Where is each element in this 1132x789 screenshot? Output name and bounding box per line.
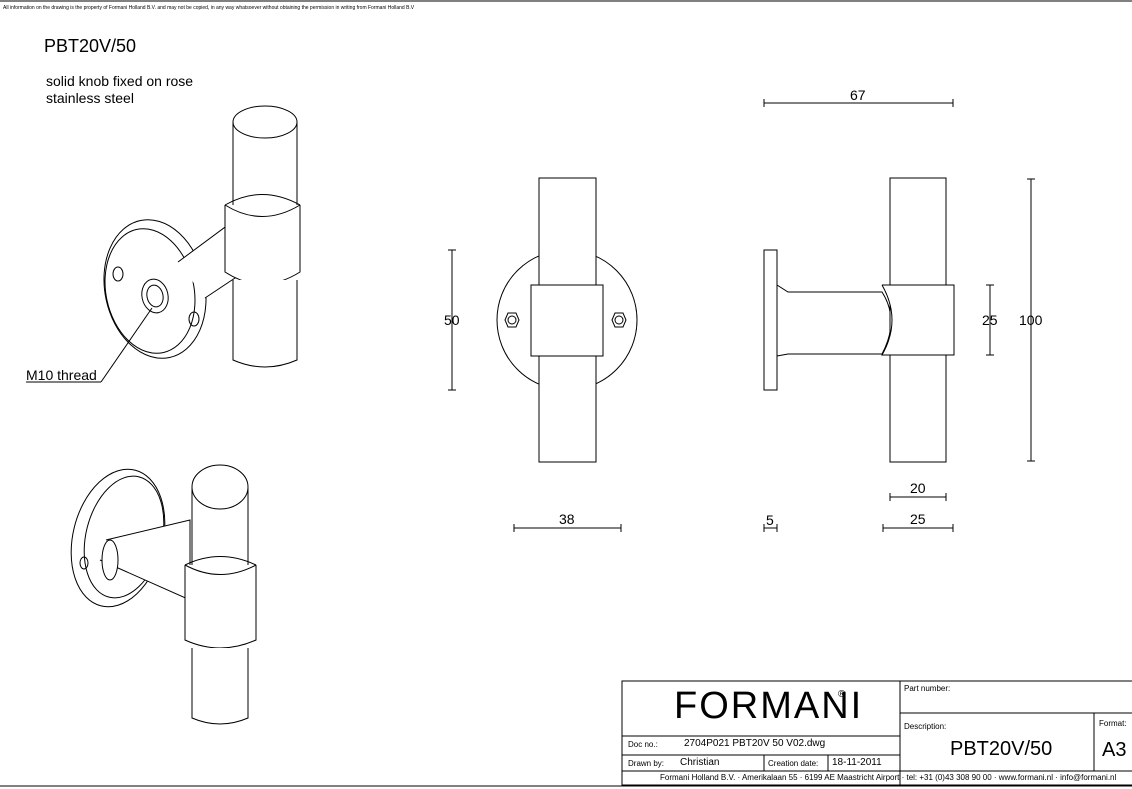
company-address: Formani Holland B.V. · Amerikalaan 55 · … xyxy=(660,773,1117,782)
title-block: FORMANI ® Part number: Description: PBT2… xyxy=(622,681,1132,787)
dim-knob-length: 100 xyxy=(1019,312,1043,328)
dim-collar-width: 25 xyxy=(910,511,926,527)
doc-no-label: Doc no.: xyxy=(628,740,658,749)
dim-rose-thickness: 5 xyxy=(766,512,774,528)
creation-date-label: Creation date: xyxy=(768,759,819,768)
description-value: PBT20V/50 xyxy=(950,738,1053,760)
description-label: Description: xyxy=(904,722,947,731)
isometric-view-bottom xyxy=(70,464,257,725)
registered-mark: ® xyxy=(838,689,846,700)
drawn-by-label: Drawn by: xyxy=(628,759,665,768)
dim-overall-depth: 67 xyxy=(850,87,866,103)
format-label: Format: xyxy=(1099,719,1127,728)
title-block-frame xyxy=(621,680,1132,786)
isometric-view-top xyxy=(26,105,301,383)
drawing-title: PBT20V/50 xyxy=(44,36,137,56)
dim-rose-width: 38 xyxy=(559,511,575,527)
format-value: A3 xyxy=(1102,739,1127,761)
thread-callout: M10 thread xyxy=(26,367,97,383)
doc-no-value: 2704P021 PBT20V 50 V02.dwg xyxy=(684,738,826,749)
dim-rose-diameter: 50 xyxy=(444,312,460,328)
creation-date-value: 18-11-2011 xyxy=(832,757,882,768)
side-view xyxy=(763,177,955,463)
part-number-label: Part number: xyxy=(904,684,951,693)
description-line-2: stainless steel xyxy=(46,90,134,106)
dim-knob-diameter: 20 xyxy=(910,480,926,496)
brand-logo: FORMANI xyxy=(674,685,864,727)
description-line-1: solid knob fixed on rose xyxy=(46,73,194,89)
drawn-by-value: Christian xyxy=(680,757,720,768)
dimension-lines xyxy=(448,99,1035,532)
copyright-notice: All information on the drawing is the pr… xyxy=(3,5,415,11)
front-view xyxy=(496,177,638,463)
dim-collar-height: 25 xyxy=(982,312,998,328)
